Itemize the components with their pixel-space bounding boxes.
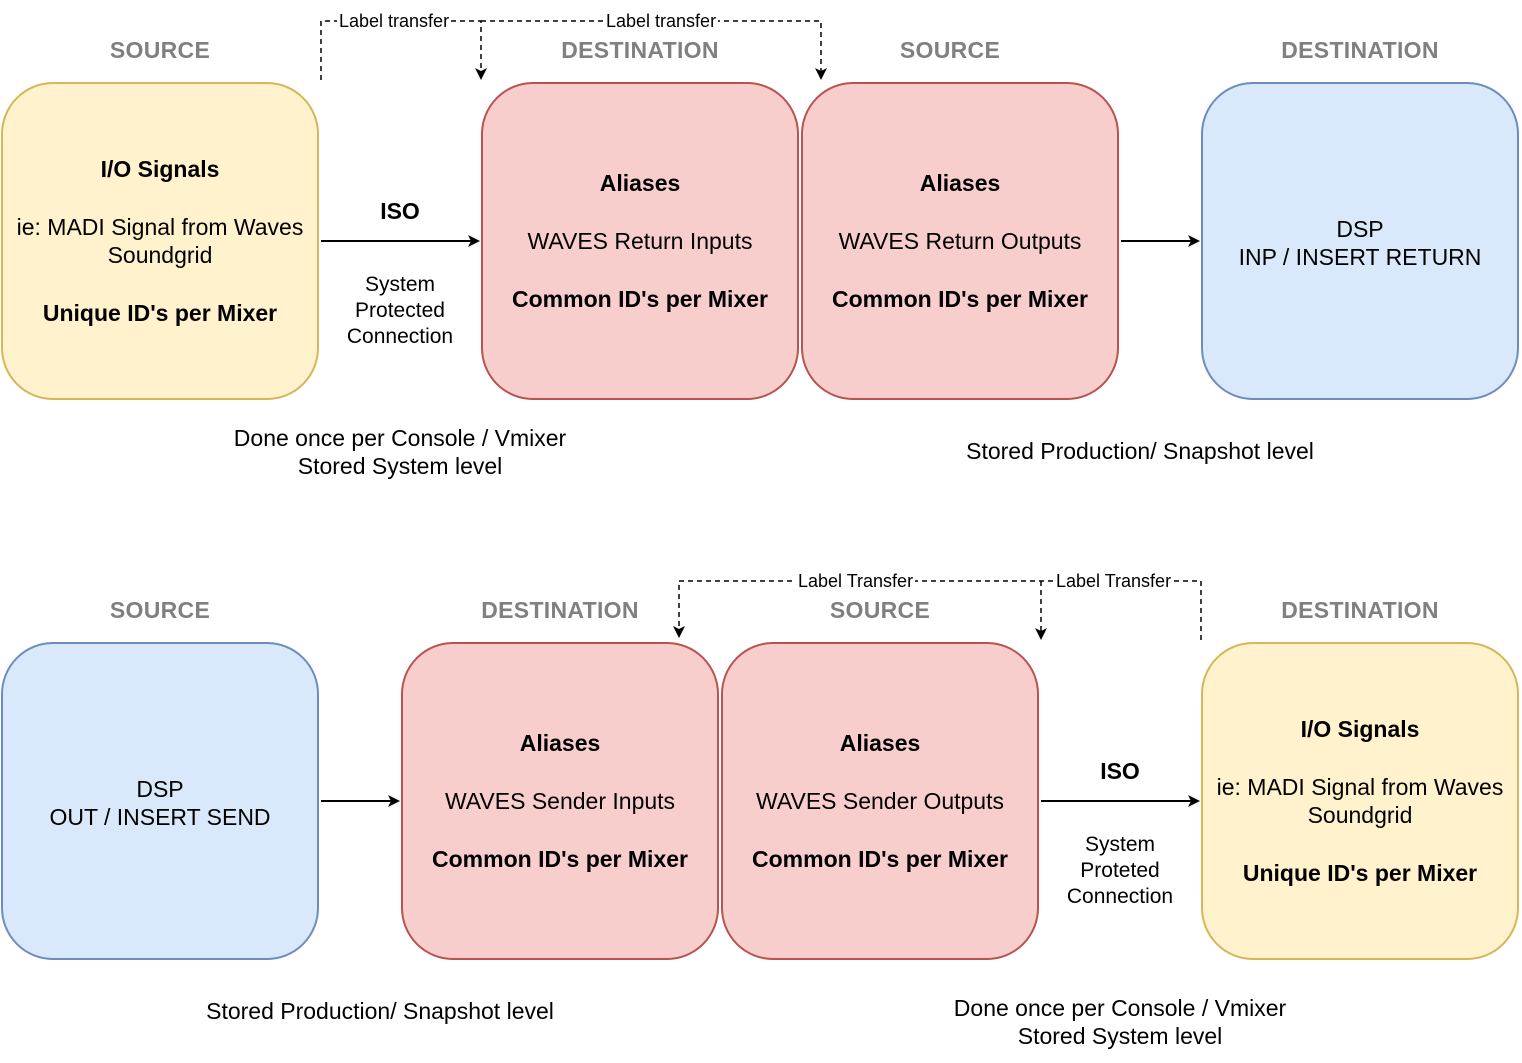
connection-line-1: System: [364, 273, 435, 296]
io-description: ie: MADI Signal from Waves Soundgrid: [1216, 774, 1504, 828]
top-connection-label: System Protected Connection: [330, 272, 470, 350]
bottom-label-transfer-line: [673, 580, 1202, 640]
top-dsp-box: DSP INP / INSERT RETURN: [1201, 82, 1519, 400]
connection-line-1: System: [1084, 833, 1155, 856]
top-io-signals-box: I/O Signals ie: MADI Signal from Waves S…: [1, 82, 319, 400]
bottom-aliases-inputs-box: Aliases WAVES Sender Inputs Common ID's …: [401, 642, 719, 960]
bottom-aliases-outputs-box: Aliases WAVES Sender Outputs Common ID's…: [721, 642, 1039, 960]
alias-description: WAVES Sender Inputs: [444, 788, 676, 814]
connection-line-3: Connection: [346, 325, 454, 348]
connection-line-2: Proteted: [1080, 859, 1160, 882]
top-destination-header-2: DESTINATION: [1281, 37, 1439, 63]
bottom-source-header-2: SOURCE: [829, 597, 931, 623]
io-title: I/O Signals: [100, 156, 220, 182]
dsp-title: DSP: [1336, 216, 1384, 242]
top-label-transfer-1: Label transfer: [337, 11, 452, 31]
alias-description: WAVES Sender Outputs: [755, 788, 1004, 814]
alias-title: Aliases: [599, 170, 681, 196]
top-iso-label: ISO: [380, 198, 420, 224]
note-line-2: Stored System level: [1017, 1023, 1223, 1049]
connection-line-3: Connection: [1066, 885, 1174, 908]
top-destination-header-1: DESTINATION: [561, 37, 719, 63]
dsp-description: INP / INSERT RETURN: [1238, 244, 1482, 270]
bottom-label-transfer-2: Label Transfer: [1054, 571, 1174, 591]
bottom-destination-header-2: DESTINATION: [1281, 597, 1439, 623]
io-ids: Unique ID's per Mixer: [1242, 860, 1478, 886]
top-aliases-outputs-box: Aliases WAVES Return Outputs Common ID's…: [801, 82, 1119, 400]
alias-description: WAVES Return Inputs: [527, 228, 753, 254]
alias-description: WAVES Return Outputs: [838, 228, 1082, 254]
bottom-note-right: Done once per Console / Vmixer Stored Sy…: [920, 994, 1320, 1050]
top-aliases-inputs-box: Aliases WAVES Return Inputs Common ID's …: [481, 82, 799, 400]
top-note-right: Stored Production/ Snapshot level: [966, 438, 1314, 464]
alias-ids: Common ID's per Mixer: [832, 286, 1088, 312]
alias-title: Aliases: [919, 170, 1001, 196]
note-line-1: Done once per Console / Vmixer: [953, 995, 1287, 1021]
top-note-left: Done once per Console / Vmixer Stored Sy…: [200, 424, 600, 480]
alias-ids: Common ID's per Mixer: [432, 846, 688, 872]
dsp-description: OUT / INSERT SEND: [49, 804, 271, 830]
top-source-header-2: SOURCE: [899, 37, 1001, 63]
bottom-io-signals-box: I/O Signals ie: MADI Signal from Waves S…: [1201, 642, 1519, 960]
connection-line-2: Protected: [355, 299, 445, 322]
alias-ids: Common ID's per Mixer: [752, 846, 1008, 872]
alias-title: Aliases: [839, 730, 921, 756]
bottom-connection-label: System Proteted Connection: [1050, 832, 1190, 910]
io-title: I/O Signals: [1300, 716, 1420, 742]
top-label-transfer-line-2: [481, 20, 827, 80]
alias-title: Aliases: [519, 730, 601, 756]
note-line-1: Done once per Console / Vmixer: [233, 425, 567, 451]
io-description: ie: MADI Signal from Waves Soundgrid: [16, 214, 304, 268]
io-ids: Unique ID's per Mixer: [42, 300, 278, 326]
top-source-header-1: SOURCE: [109, 37, 211, 63]
note-line-2: Stored System level: [297, 453, 503, 479]
bottom-source-header-1: SOURCE: [109, 597, 211, 623]
dsp-title: DSP: [136, 776, 184, 802]
bottom-note-left: Stored Production/ Snapshot level: [206, 998, 554, 1024]
alias-ids: Common ID's per Mixer: [512, 286, 768, 312]
bottom-label-transfer-1: Label Transfer: [796, 571, 916, 591]
bottom-iso-label: ISO: [1100, 758, 1140, 784]
bottom-dsp-box: DSP OUT / INSERT SEND: [1, 642, 319, 960]
bottom-destination-header-1: DESTINATION: [481, 597, 639, 623]
top-label-transfer-2: Label transfer: [604, 11, 719, 31]
